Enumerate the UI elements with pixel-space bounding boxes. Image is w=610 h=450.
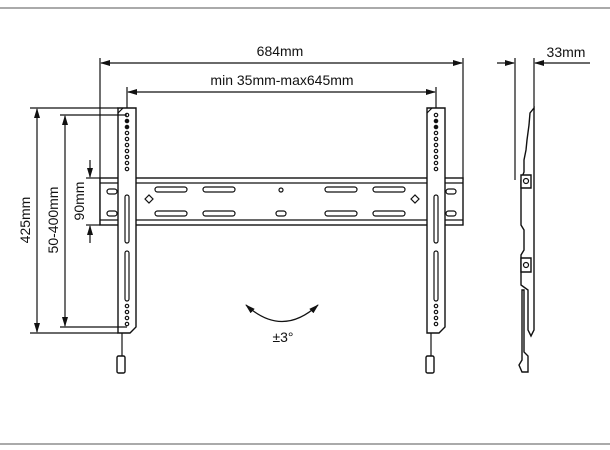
vesa-vertical-label: 50-400mm	[45, 187, 61, 254]
bracket-spacing-dimension: min 35mm-max645mm	[126, 72, 437, 110]
safety-lock-handle	[116, 355, 126, 374]
wall-rail	[99, 177, 464, 226]
overall-width-label: 684mm	[257, 43, 304, 59]
tilt-indicator: ±3°	[245, 304, 319, 345]
right-bracket	[425, 107, 446, 374]
rail-height-label: 90mm	[71, 182, 87, 221]
tilt-label: ±3°	[272, 329, 293, 345]
overall-width-dimension: 684mm	[99, 43, 464, 225]
bracket-height-dimension: 425mm	[17, 107, 118, 334]
wall-distance-label: 33mm	[547, 44, 586, 60]
vesa-vertical-dimension: 50-400mm	[45, 114, 127, 328]
left-bracket	[116, 107, 137, 374]
bracket-spacing-label: min 35mm-max645mm	[210, 72, 353, 88]
bracket-height-label: 425mm	[17, 197, 33, 244]
rail-height-dimension: 90mm	[71, 160, 100, 243]
side-view: 33mm	[497, 44, 590, 373]
safety-lock-handle	[425, 355, 435, 374]
